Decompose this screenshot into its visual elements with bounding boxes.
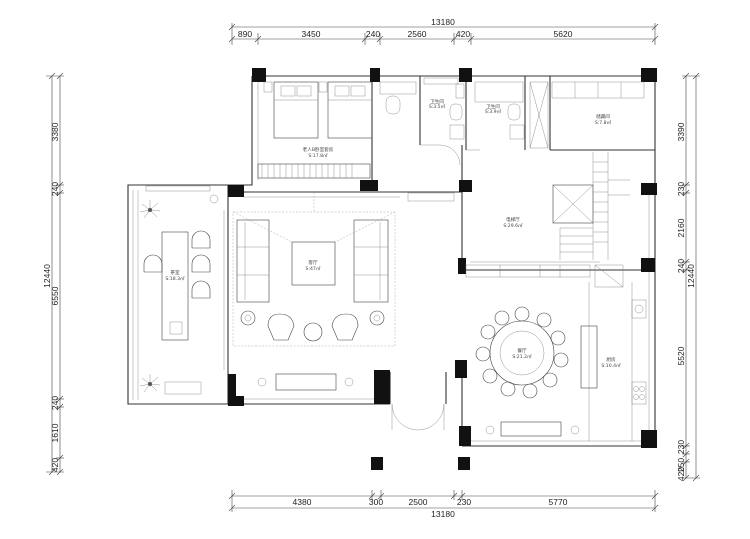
left-dim-5: 1610	[50, 423, 60, 442]
right-dim-8: 420	[676, 467, 686, 481]
bottom-dim-1: 4380	[293, 497, 312, 507]
right-dim-1: 3390	[676, 122, 686, 141]
room-label-elder-bedroom: 老人B卧室套房	[303, 146, 334, 153]
walls	[127, 75, 656, 447]
bottom-dim-5: 5770	[549, 497, 568, 507]
left-dim-1: 3380	[50, 122, 60, 141]
left-dim-4: 240	[50, 396, 60, 410]
right-dim-5: 5520	[676, 346, 686, 365]
right-dim-4: 240	[676, 259, 686, 273]
right-dimension-chain: 3390 230 2160 240 5520 230 250 420 12440	[676, 72, 700, 482]
room-area-elder-bedroom: S:17.8㎡	[308, 152, 328, 159]
top-dim-1: 890	[238, 29, 252, 39]
top-dim-2: 3450	[302, 29, 321, 39]
bottom-dim-4: 230	[457, 497, 471, 507]
bottom-dim-3: 2500	[409, 497, 428, 507]
room-area-storage: S:7.8㎡	[595, 119, 612, 126]
right-dim-2: 230	[676, 182, 686, 196]
plant-icon-bottom	[139, 374, 161, 393]
room-area-kitchen: S:10.4㎡	[601, 362, 621, 369]
room-label-kitchen: 厨房	[606, 356, 616, 363]
room-area-bath-2: S:3.9㎡	[485, 108, 502, 115]
right-dim-6: 230	[676, 440, 686, 454]
room-area-elevator-hall: S:29.6㎡	[503, 222, 523, 229]
structural-columns	[228, 68, 657, 470]
elevator-hall: 电梯厅 S:29.6㎡	[407, 152, 630, 260]
room-label-bath-2: 卫生间	[486, 103, 500, 110]
plant-icon-top	[139, 200, 161, 219]
top-dimension-chain: 13180 890 3450 240 2560 420 5620	[228, 17, 659, 45]
top-dim-4: 2560	[408, 29, 427, 39]
room-label-dining: 餐厅	[517, 347, 527, 354]
room-label-storage: 储藏间	[596, 113, 610, 120]
bathrooms: 卫生间 S:3.5㎡ 卫生间 S:3.9㎡	[423, 77, 525, 166]
entrance-doors	[391, 403, 445, 431]
room-area-dining: S:21.2㎡	[512, 353, 532, 360]
left-dim-3: 6550	[50, 286, 60, 305]
room-area-tea: S:18.3㎡	[165, 275, 185, 282]
top-dim-5: 420	[456, 29, 470, 39]
room-area-bath-1: S:3.5㎡	[429, 103, 446, 110]
right-dim-3: 2160	[676, 218, 686, 237]
bottom-dimension-chain: 4380 300 2500 230 5770 13180	[228, 490, 659, 519]
left-total-label: 12440	[42, 264, 52, 288]
top-dim-3: 240	[366, 29, 380, 39]
right-total-label: 12440	[686, 264, 696, 288]
dining-room: 餐厅 S:21.2㎡	[465, 264, 624, 437]
left-dimension-chain: 12440 3380 240 6550 240 1610 420	[42, 72, 64, 476]
room-label-elevator-hall: 电梯厅	[506, 216, 520, 223]
right-dim-7: 250	[676, 458, 686, 472]
storage-room: 储藏间 S:7.8㎡	[529, 81, 645, 149]
kitchen: 厨房 S:10.4㎡	[580, 299, 647, 405]
top-dim-6: 5620	[554, 29, 573, 39]
left-dim-2: 240	[50, 182, 60, 196]
top-total-label: 13180	[431, 17, 455, 27]
elder-bedroom-furniture: 老人B卧室套房 S:17.8㎡	[257, 81, 417, 179]
bottom-dim-2: 300	[369, 497, 383, 507]
room-label-living: 客厅	[308, 259, 318, 266]
room-area-living: S:47㎡	[306, 265, 321, 272]
tea-room: 茶室 S:18.3㎡	[139, 185, 219, 395]
bottom-total-label: 13180	[431, 509, 455, 519]
room-label-bath-1: 卫生间	[430, 98, 444, 105]
room-label-tea: 茶室	[170, 269, 180, 276]
left-dim-6: 420	[50, 458, 60, 472]
living-room: 客厅 S:47㎡	[232, 192, 396, 391]
